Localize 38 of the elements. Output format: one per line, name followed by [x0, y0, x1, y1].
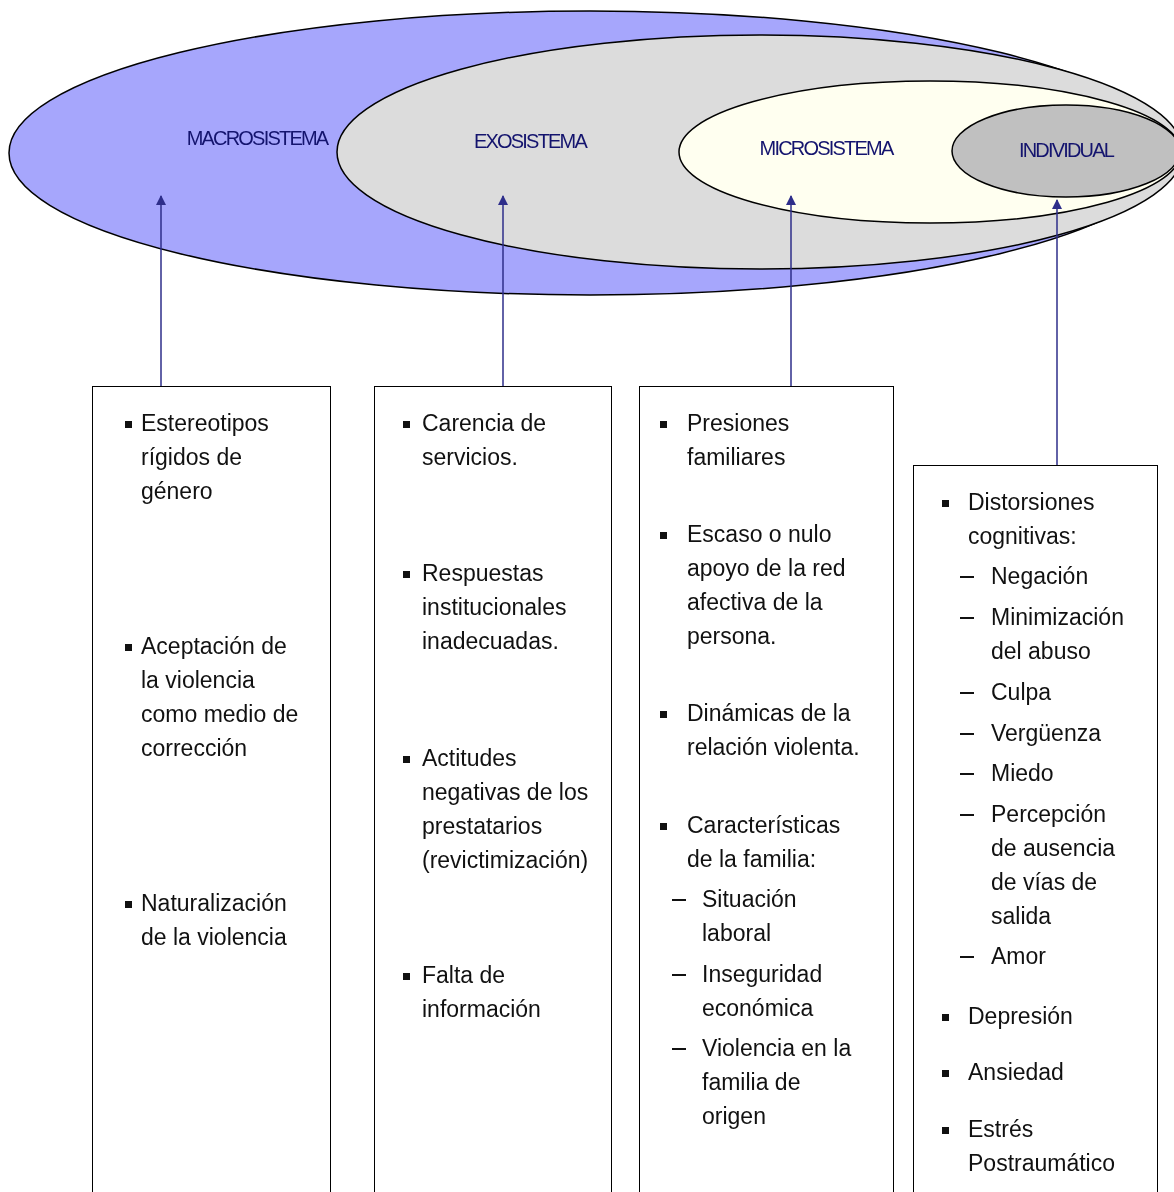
list-item: Escaso o nulo apoyo de la red afectiva de la persona. [687, 520, 847, 651]
list-item: Culpa [991, 678, 1053, 707]
list-item: Actitudes negativas de los prestatarios (revictimización) [422, 744, 590, 875]
system-label: INDIVIDUAL [1018, 138, 1114, 162]
list-item: Estrés Postraumático [968, 1115, 1116, 1178]
list-item: Características de la familia: [687, 811, 842, 874]
list-item: Inseguridad económica [702, 960, 824, 1023]
factor-list-box [913, 465, 1158, 1192]
factor-list-box [374, 386, 612, 1192]
list-item: Respuestas institucionales inadecuadas. [422, 559, 568, 656]
arrow [498, 195, 508, 387]
arrow [1052, 199, 1062, 466]
arrow [156, 195, 166, 387]
list-item: Minimización del abuso [991, 603, 1125, 666]
system-ellipse [8, 10, 1172, 296]
arrow [786, 195, 796, 387]
list-item: Dinámicas de la relación violenta. [687, 699, 861, 762]
system-label: MICROSISTEMA [759, 136, 893, 160]
list-item: Aceptación de la violencia como medio de corrección [141, 632, 300, 763]
list-item: Situación laboral [702, 885, 798, 948]
factor-list-box [639, 386, 894, 1192]
list-item: Falta de información [422, 961, 542, 1024]
list-item: Percepción de ausencia de vías de salida [991, 800, 1117, 931]
factor-list-box [92, 386, 331, 1192]
system-label: EXOSISTEMA [474, 129, 586, 153]
list-item: Vergüenza [991, 719, 1102, 748]
list-item: Depresión [968, 1002, 1074, 1031]
list-item: Naturalización de la violencia [141, 889, 288, 952]
list-item: Miedo [991, 759, 1055, 788]
list-item: Ansiedad [968, 1058, 1065, 1087]
list-item: Distorsiones cognitivas: [968, 488, 1096, 551]
list-item: Carencia de servicios. [422, 409, 548, 472]
list-item: Estereotipos rígidos de género [141, 409, 270, 506]
system-label: MACROSISTEMA [186, 126, 328, 150]
list-item: Presiones familiares [687, 409, 791, 472]
list-item: Violencia en la familia de origen [702, 1034, 853, 1131]
list-item: Negación [991, 562, 1090, 591]
list-item: Amor [991, 942, 1047, 971]
